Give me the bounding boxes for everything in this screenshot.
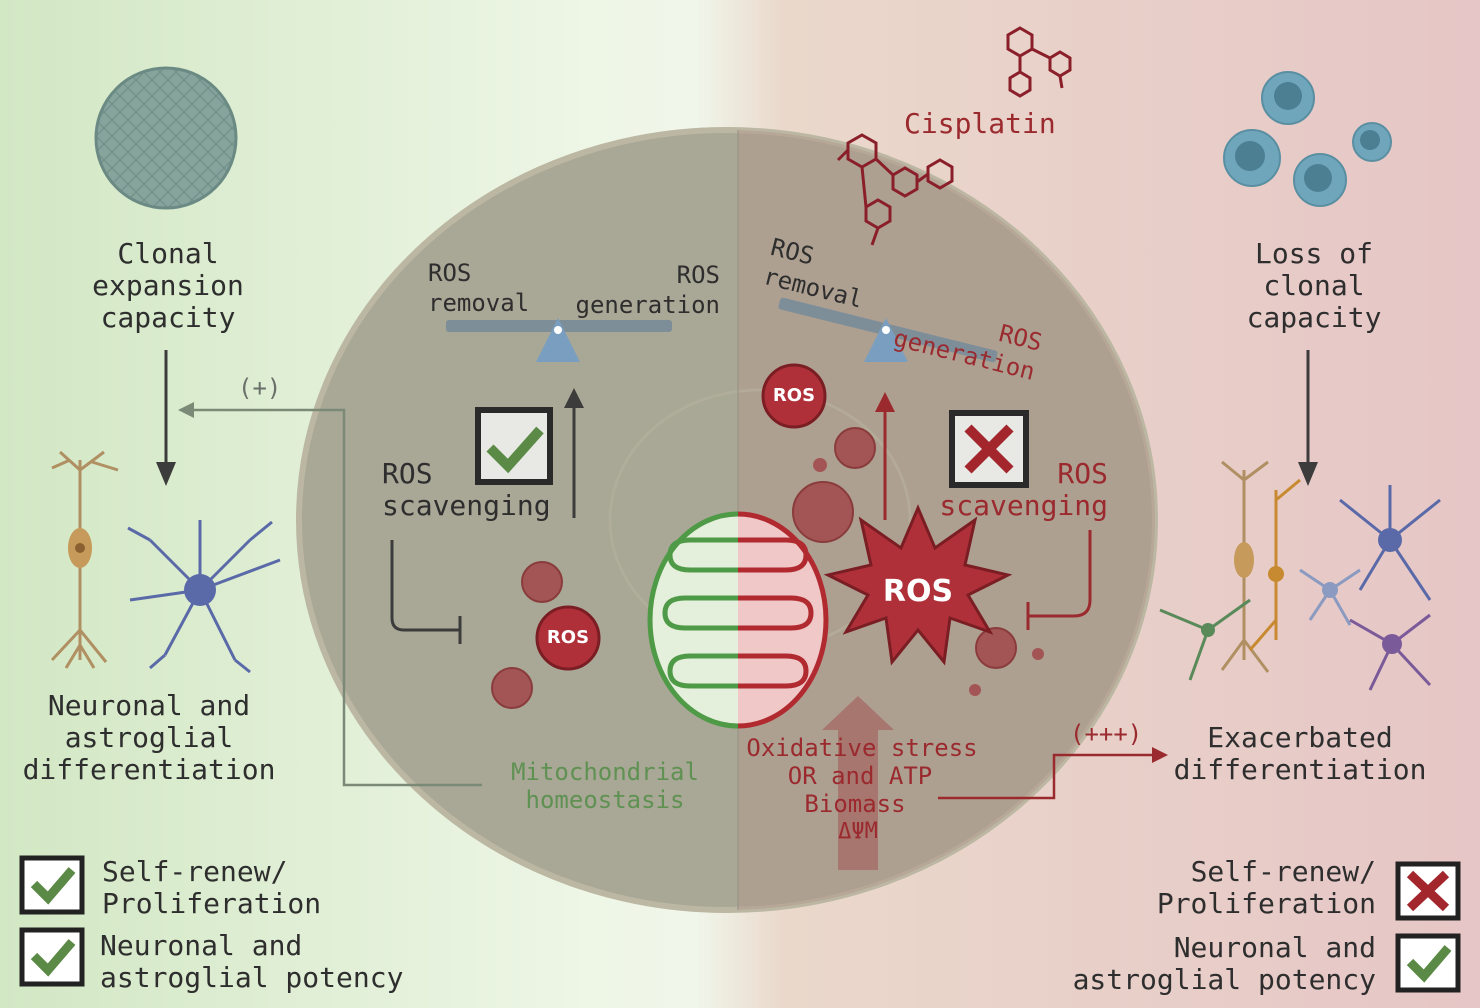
- oxidative-stress-label: Oxidative stress: [746, 734, 978, 762]
- ros-removal-left: ROS removal: [428, 259, 530, 317]
- balance-scale-left: [446, 318, 672, 362]
- biomass-label: Biomass: [804, 790, 906, 818]
- ros-bubble: [1032, 648, 1044, 660]
- left-feedback-arrow: [190, 408, 482, 787]
- legend-right-self-renew: Self-renew/ Proliferation: [1156, 855, 1376, 920]
- dissociated-cells-icon: [1223, 71, 1392, 207]
- ros-bubble: [813, 458, 827, 472]
- loss-of-clonal-capacity-label: Loss of clonal capacity: [1246, 237, 1382, 334]
- ros-scavenging-right: ROS scavenging: [939, 457, 1108, 522]
- oxidative-stress-arrow: [822, 696, 894, 870]
- neuronal-differentiation-label: Neuronal and astroglial differentiation: [22, 689, 276, 786]
- ros-generation-left: ROS generation: [575, 261, 721, 319]
- legend-left-self-renew: Self-renew/ Proliferation: [102, 855, 322, 920]
- check-icon: [19, 927, 85, 987]
- right-feedback-arrow: [938, 753, 1156, 800]
- legend-left-potency: Neuronal and astroglial potency: [100, 929, 404, 994]
- ros-bubble: [969, 684, 981, 696]
- balance-scale-right: [778, 297, 998, 363]
- ros-bubble: [834, 427, 876, 469]
- inhibition-arrow: [1028, 530, 1092, 618]
- membrane-potential-label: ΔΨM: [838, 819, 878, 844]
- ros-bubble: [975, 627, 1017, 669]
- check-icon: [1395, 933, 1461, 993]
- ros-bubble: [792, 481, 854, 543]
- ros-bubble: [491, 667, 533, 709]
- positive-feedback-label: (+): [238, 374, 282, 402]
- or-atp-label: OR and ATP: [787, 762, 933, 790]
- ros-burst-label: ROS: [882, 574, 954, 609]
- astrocyte-icon: [127, 520, 281, 674]
- mitochondrial-homeostasis-label: Mitochondrial homeostasis: [511, 758, 699, 814]
- check-icon: [475, 407, 553, 485]
- legend-right-potency: Neuronal and astroglial potency: [1072, 931, 1376, 996]
- check-icon: [19, 855, 85, 915]
- cisplatin-label: Cisplatin: [904, 107, 1056, 140]
- clonal-expansion-label: Clonal expansion capacity: [92, 237, 244, 334]
- ros-bubble-label: ROS: [546, 627, 590, 648]
- mitochondrion-icon: [647, 511, 829, 729]
- cross-icon: [949, 410, 1029, 488]
- ros-scavenging-left: ROS scavenging: [382, 457, 551, 522]
- ros-burst-icon: [823, 504, 1013, 666]
- inhibition-arrow: [390, 540, 460, 632]
- cross-icon: [1395, 861, 1461, 921]
- exacerbated-differentiation-label: Exacerbated differentiation: [1173, 721, 1427, 786]
- ros-bubble: [521, 561, 563, 603]
- ros-bubble: [535, 605, 601, 671]
- ros-bubble-label: ROS: [772, 385, 816, 406]
- cisplatin-molecule-icon: [836, 26, 1072, 246]
- strong-positive-feedback-label: (+++): [1070, 720, 1143, 748]
- ros-bubble: [761, 363, 827, 429]
